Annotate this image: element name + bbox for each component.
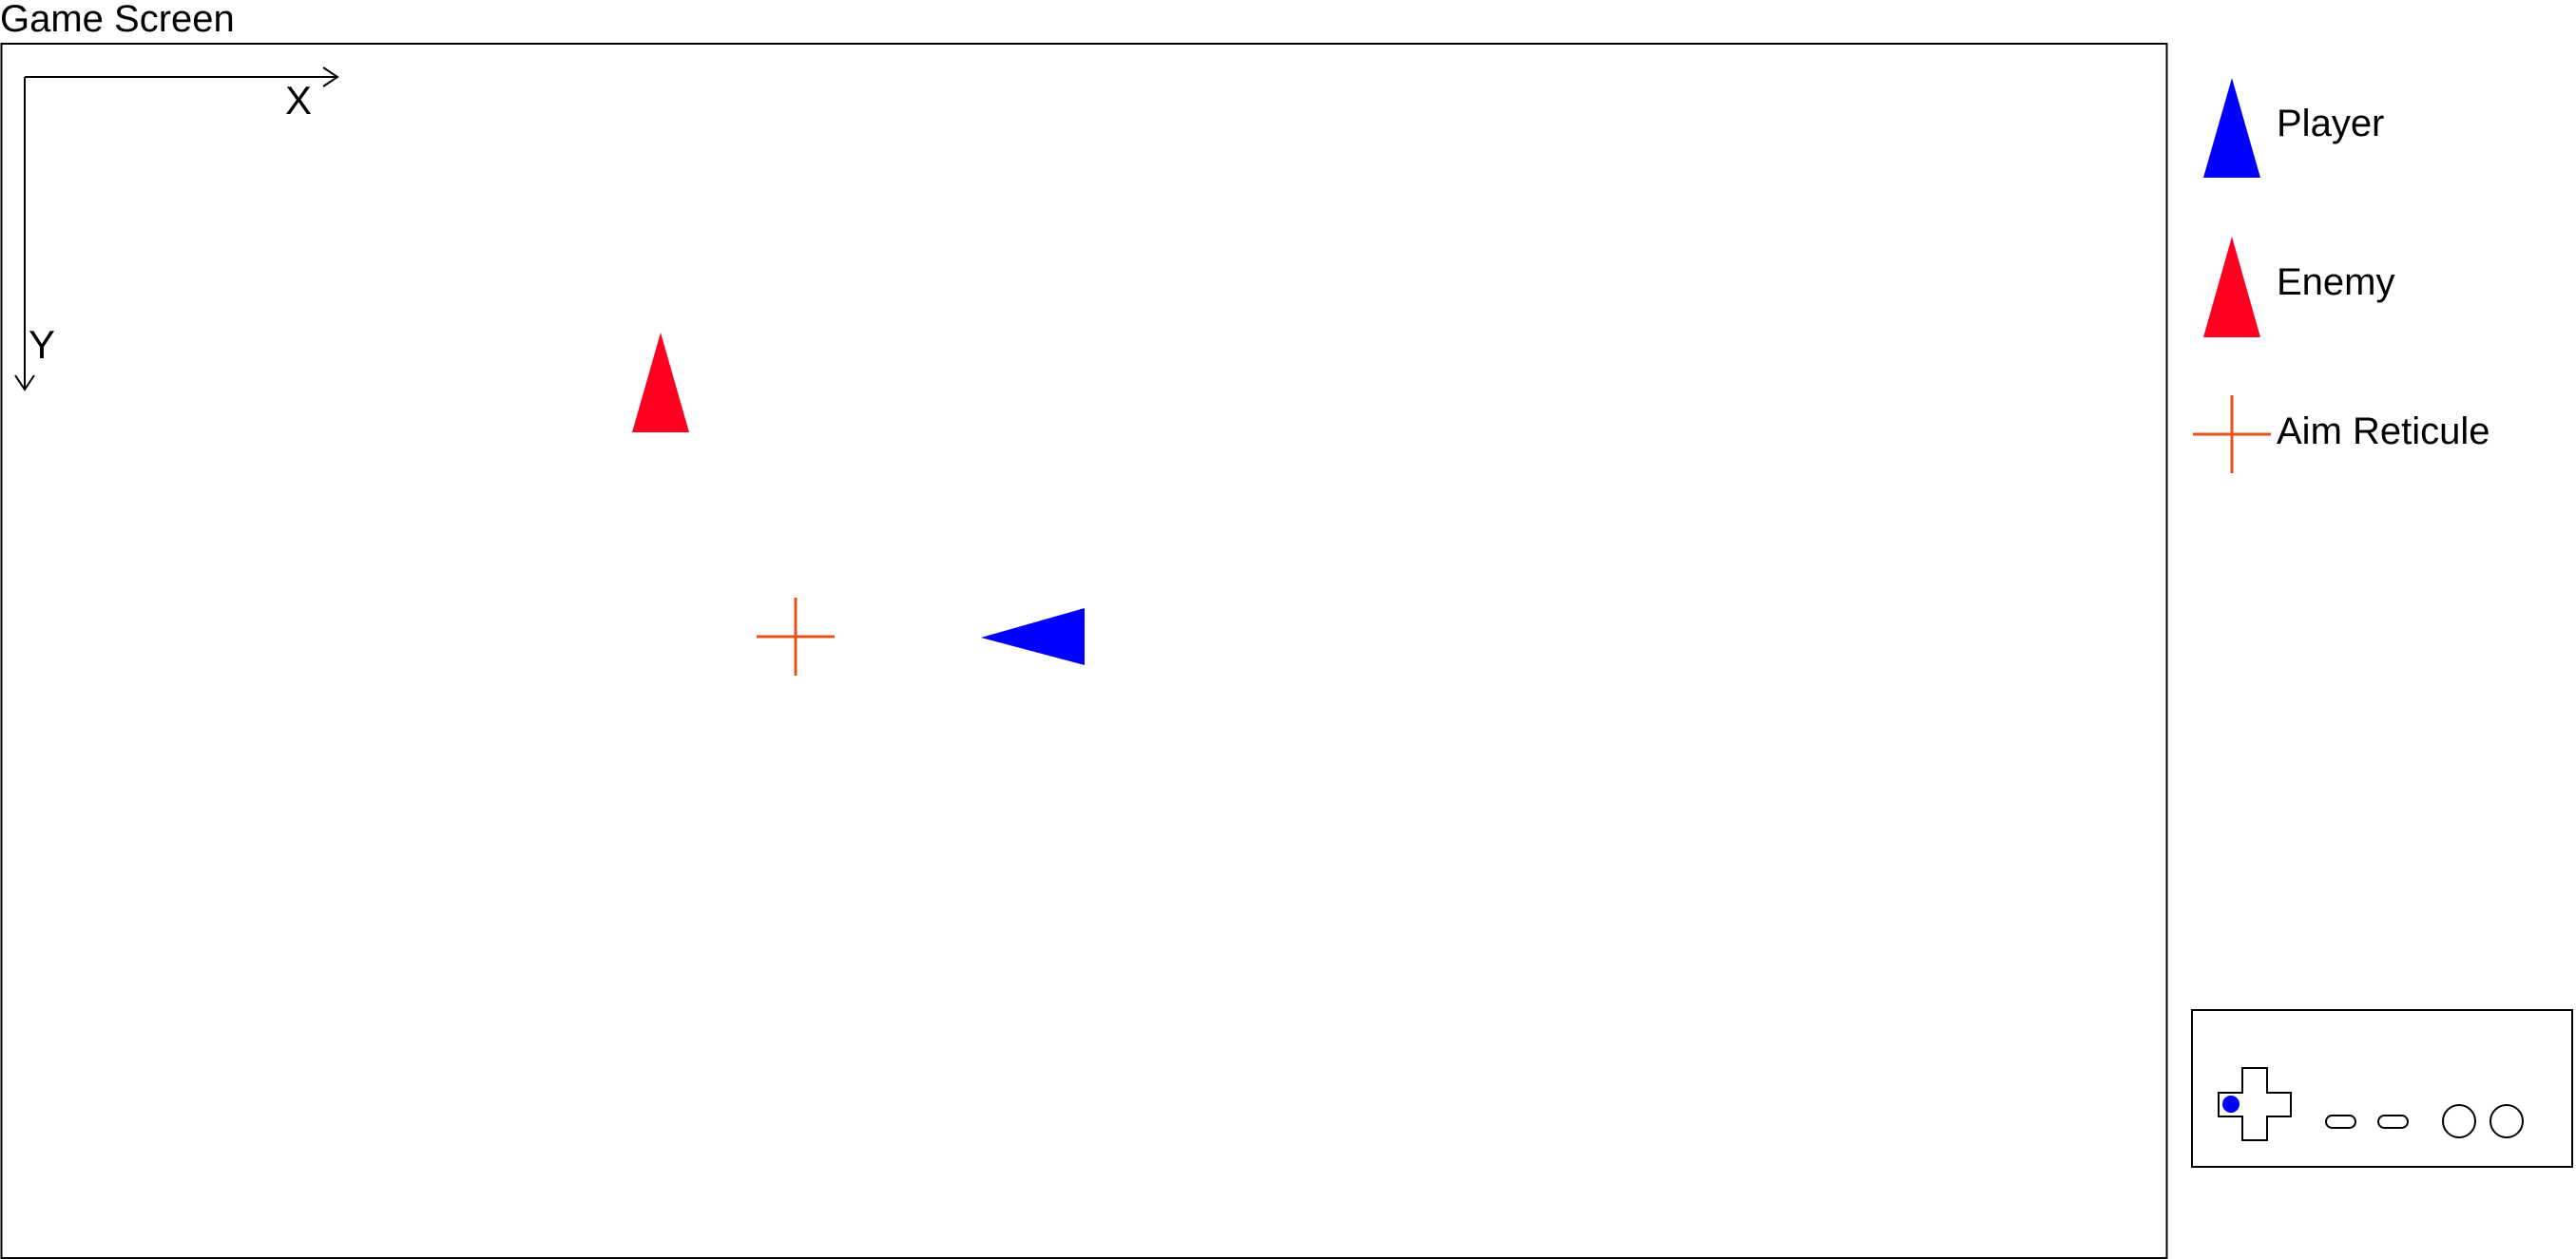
y-axis-label: Y bbox=[29, 322, 55, 367]
blue-triangle-icon bbox=[2203, 78, 2260, 178]
a-button bbox=[2489, 1104, 2524, 1138]
enemy-triangle bbox=[632, 333, 689, 432]
crosshair-icon bbox=[2193, 395, 2271, 473]
legend-label-aim-reticule: Aim Reticule bbox=[2277, 410, 2490, 452]
red-triangle-icon bbox=[2203, 237, 2260, 337]
legend: Player Enemy Aim Reticule bbox=[2193, 78, 2490, 473]
legend-label-enemy: Enemy bbox=[2277, 261, 2395, 303]
aim-reticule bbox=[757, 598, 835, 676]
start-button bbox=[2377, 1115, 2409, 1129]
b-button bbox=[2442, 1104, 2476, 1138]
controller-body bbox=[2191, 1009, 2573, 1168]
x-axis-arrowhead bbox=[322, 67, 339, 87]
controller bbox=[2191, 1009, 2573, 1168]
dpad-pressed-indicator bbox=[2222, 1096, 2240, 1113]
legend-label-player: Player bbox=[2277, 103, 2384, 144]
legend-item-enemy: Enemy bbox=[2203, 237, 2395, 337]
select-button bbox=[2325, 1115, 2356, 1129]
player-triangle bbox=[981, 608, 1085, 665]
axes-indicator: X Y bbox=[14, 67, 339, 391]
legend-item-player: Player bbox=[2203, 78, 2384, 178]
page-title: Game Screen bbox=[0, 0, 235, 40]
y-axis-arrowhead bbox=[14, 374, 35, 391]
x-axis-label: X bbox=[285, 78, 312, 123]
dpad bbox=[2218, 1067, 2292, 1141]
legend-item-aim-reticule: Aim Reticule bbox=[2193, 395, 2490, 473]
game-screen-frame bbox=[0, 43, 2168, 1259]
